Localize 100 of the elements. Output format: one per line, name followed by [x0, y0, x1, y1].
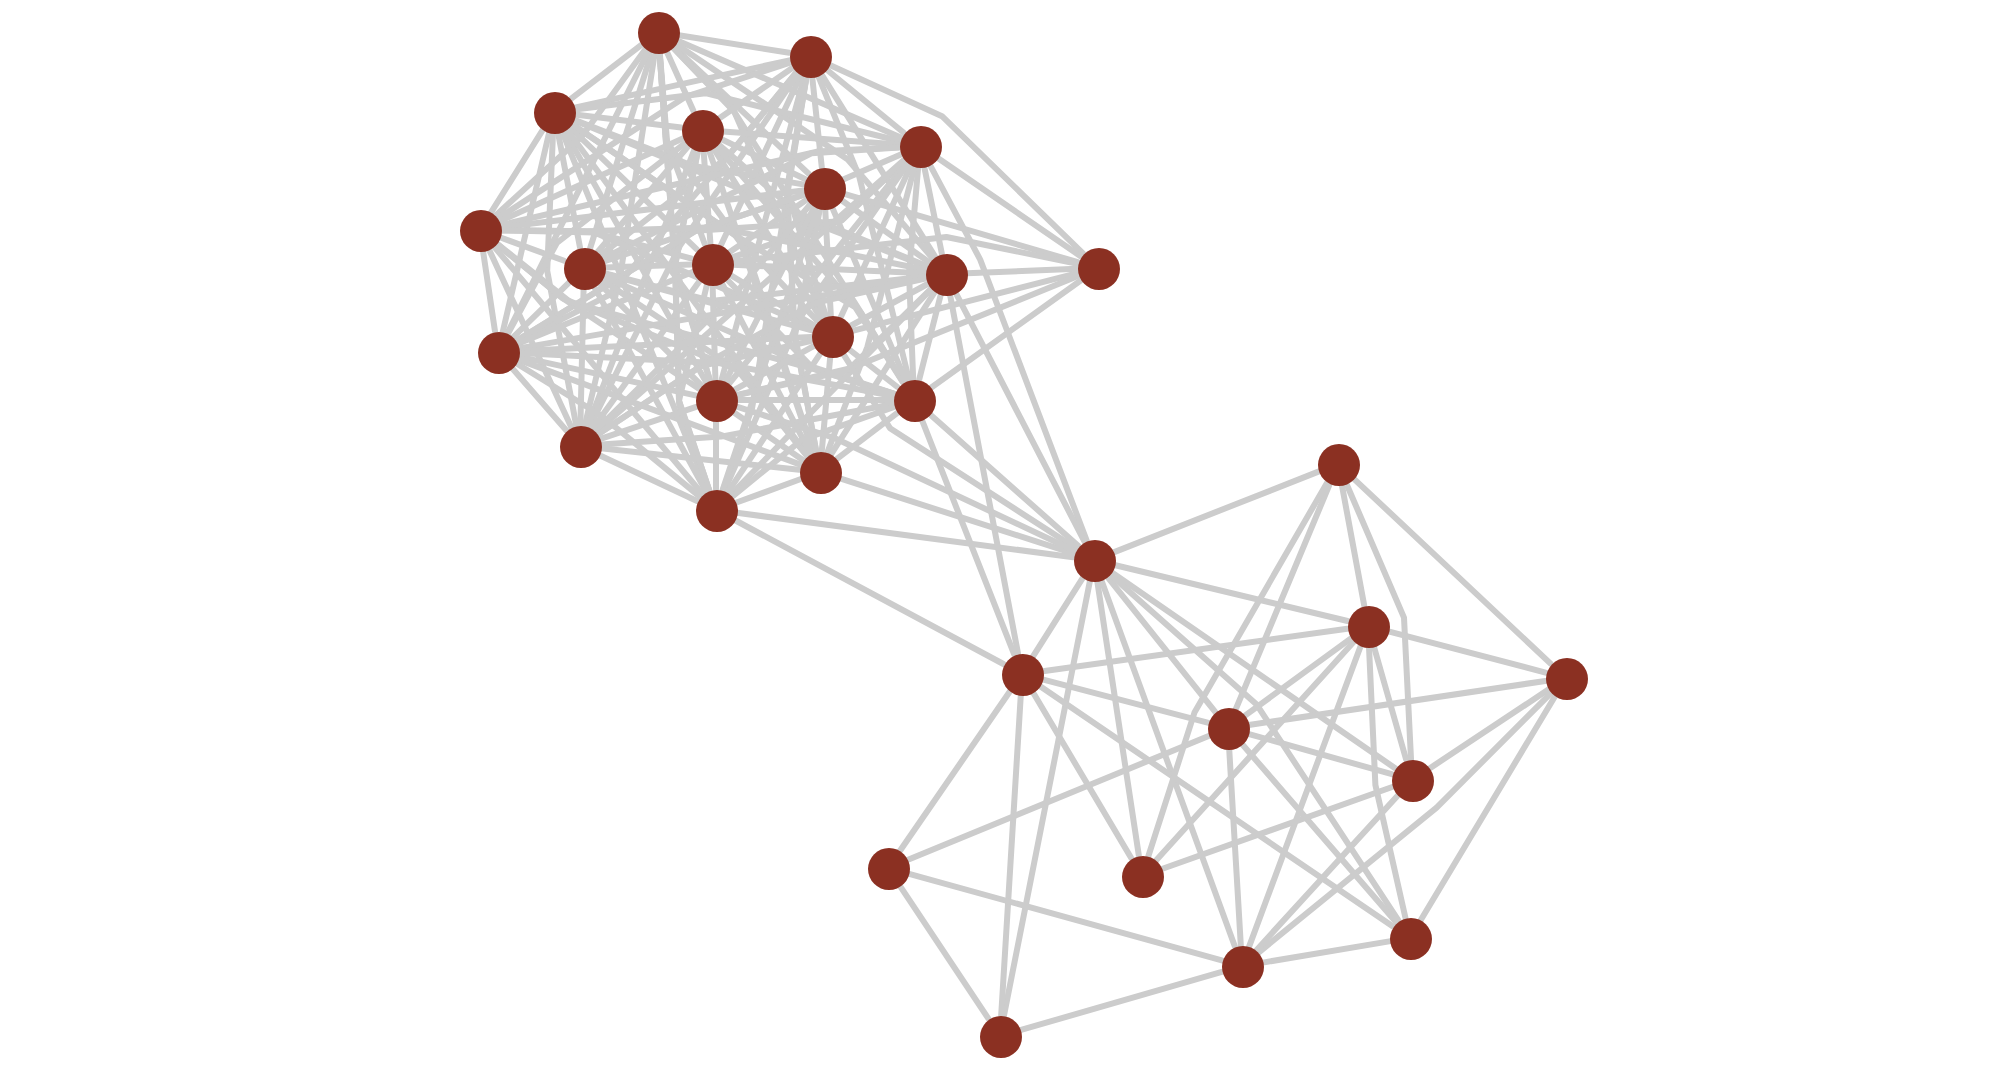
connector-line	[496, 135, 686, 225]
connector-line	[849, 270, 1081, 334]
node-circle	[1121, 855, 1163, 897]
connector-line	[499, 129, 553, 335]
node-circle	[533, 91, 575, 133]
connector-line	[845, 346, 901, 390]
connector-line	[730, 409, 806, 463]
connector-line	[1153, 638, 1357, 864]
node-circle	[637, 11, 679, 53]
connector-line	[733, 509, 1077, 561]
connector-line	[818, 70, 938, 260]
connector-line	[1108, 569, 1398, 771]
connector-line	[998, 692, 1024, 1018]
node-circle	[979, 1015, 1021, 1057]
connector-line	[599, 144, 902, 262]
connector-line	[1145, 479, 1331, 859]
connector-line	[497, 144, 902, 229]
connector-line	[730, 261, 928, 277]
node-circle	[1389, 917, 1431, 959]
connector-line	[710, 144, 824, 322]
connector-line	[494, 59, 793, 222]
connector-line	[1104, 573, 1218, 715]
connector-line	[718, 136, 808, 182]
connector-line	[1111, 562, 1351, 624]
node-circle	[1347, 605, 1389, 647]
connector-line	[1233, 480, 1333, 712]
connector-line	[833, 409, 901, 463]
connector-line	[727, 271, 817, 329]
connector-line	[729, 404, 898, 500]
connector-line	[566, 123, 700, 253]
connector-line	[718, 279, 814, 457]
connector-line	[719, 205, 821, 493]
connector-line	[591, 283, 709, 495]
connector-line	[508, 364, 570, 434]
node-circle	[559, 425, 601, 467]
connector-line	[815, 72, 912, 383]
connector-line	[716, 64, 796, 122]
connector-line	[896, 882, 992, 1022]
connector-line	[1246, 642, 1364, 950]
connector-line	[587, 49, 655, 251]
connector-line	[1259, 938, 1393, 966]
connector-line	[1029, 689, 1135, 861]
connector-line	[720, 128, 902, 148]
connector-line	[818, 354, 834, 454]
connector-line	[571, 111, 685, 131]
node-circle	[867, 847, 909, 889]
connector-line	[1110, 468, 1322, 556]
node-circle	[899, 125, 941, 167]
connector-line	[1017, 968, 1225, 1034]
connector-line	[731, 343, 817, 393]
connector-line	[496, 234, 568, 264]
connector-line	[732, 476, 804, 506]
node-circle	[459, 209, 501, 251]
connector-line	[1426, 686, 1552, 772]
connector-line	[840, 151, 904, 183]
connector-line	[1338, 481, 1368, 609]
connector-line	[1343, 480, 1414, 762]
connector-line	[952, 289, 1088, 545]
connector-line	[598, 401, 897, 448]
connector-line	[847, 281, 931, 329]
connector-line	[1094, 577, 1142, 859]
connector-line	[676, 281, 713, 494]
connector-line	[722, 203, 818, 385]
connector-line	[1036, 682, 1396, 930]
connector-line	[488, 126, 546, 216]
connector-line	[597, 445, 803, 473]
connector-line	[485, 246, 575, 430]
connector-line	[1245, 678, 1549, 728]
connector-line	[663, 48, 697, 114]
connector-line	[1370, 643, 1410, 763]
connector-line	[1238, 740, 1400, 926]
connector-line	[828, 288, 938, 458]
connector-line	[904, 733, 1212, 863]
connector-line	[926, 161, 1090, 544]
connector-line	[964, 265, 1080, 277]
connector-line	[492, 46, 649, 219]
connector-line	[595, 279, 705, 389]
connector-line	[905, 870, 1225, 964]
connector-line	[1385, 628, 1549, 676]
connector-line	[838, 197, 932, 265]
connector-line	[713, 418, 719, 492]
connector-line	[555, 129, 583, 251]
connector-line	[918, 416, 1018, 658]
node-circle	[681, 109, 723, 151]
connector-line	[1098, 576, 1238, 950]
connector-line	[837, 475, 1077, 557]
connector-line	[675, 32, 793, 56]
connector-line	[602, 261, 694, 271]
node-circle	[1391, 759, 1433, 801]
connector-line	[906, 164, 922, 382]
connector-line	[1106, 571, 1402, 924]
connector-line	[934, 154, 1084, 260]
connector-line	[1245, 730, 1395, 778]
connector-line	[792, 205, 823, 455]
connector-line	[840, 350, 1080, 552]
connector-line	[567, 41, 645, 103]
connector-line	[928, 277, 1084, 391]
connector-line	[1366, 644, 1409, 921]
connector-line	[718, 73, 808, 383]
connector-line	[921, 163, 945, 257]
